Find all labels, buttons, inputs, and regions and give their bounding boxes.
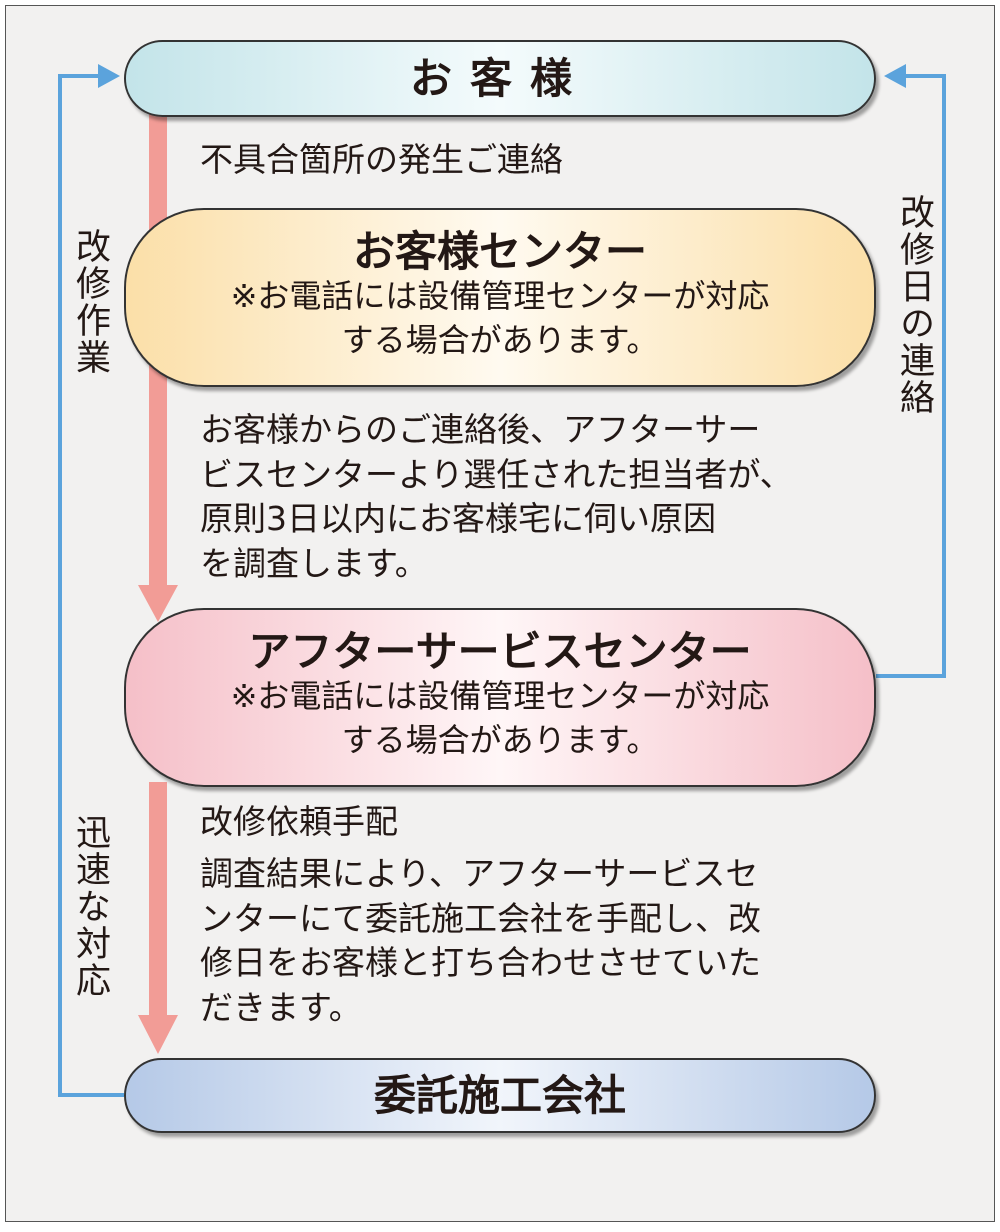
after-service-note-line: ※お電話には設備管理センターが対応 xyxy=(230,677,770,715)
return-arrowhead-right xyxy=(884,64,906,88)
step3-text: 調査結果により、アフターサービスセ ンターにて委託施工会社を手配し、改 修日をお… xyxy=(200,852,761,1030)
customer-center-note-line: ※お電話には設備管理センターが対応 xyxy=(230,277,770,315)
step2-line: 原則3日以内にお客様宅に伺い原因 xyxy=(200,499,716,538)
return-arrowhead-left xyxy=(98,64,120,88)
step3-heading: 改修依頼手配 xyxy=(200,802,398,841)
after-service-center-box: アフターサービスセンター ※お電話には設備管理センターが対応 する場合があります… xyxy=(124,608,876,787)
step3-line: 調査結果により、アフターサービスセ xyxy=(200,854,759,893)
side-label-repair-work: 改修作業 xyxy=(70,228,110,376)
customer-center-note-line: する場合があります。 xyxy=(341,321,659,359)
flow-arrow-shaft-lower xyxy=(149,782,167,1020)
return-line-right xyxy=(876,74,946,678)
return-line-left xyxy=(58,74,124,1097)
side-label-repair-date-notice: 改修日の連絡 xyxy=(894,194,934,416)
after-service-note-line: する場合があります。 xyxy=(341,721,659,759)
step3-line: ンターにて委託施工会社を手配し、改 xyxy=(200,898,761,938)
customer-title: お客様 xyxy=(409,54,590,103)
customer-center-title: お客様センター xyxy=(352,227,647,276)
contractor-title: 委託施工会社 xyxy=(373,1071,626,1120)
side-label-quick-response: 迅速な対応 xyxy=(70,814,110,999)
step1-text: 不具合箇所の発生ご連絡 xyxy=(200,140,563,179)
step2-text: お客様からのご連絡後、アフターサー ビスセンターより選任された担当者が、 原則3… xyxy=(200,408,793,586)
contractor-box: 委託施工会社 xyxy=(124,1058,876,1133)
step2-line: を調査します。 xyxy=(200,543,428,583)
step3-line: だきます。 xyxy=(200,987,362,1027)
after-service-title: アフターサービスセンター xyxy=(248,627,752,676)
step3-line: 修日をお客様と打ち合わせさせていた xyxy=(200,943,761,982)
customer-center-box: お客様センター ※お電話には設備管理センターが対応 する場合があります。 xyxy=(124,208,876,387)
customer-box: お客様 xyxy=(124,40,876,117)
flow-arrowhead-lower xyxy=(138,1015,178,1054)
step2-line: お客様からのご連絡後、アフターサー xyxy=(200,410,761,449)
step2-line: ビスセンターより選任された担当者が、 xyxy=(200,454,793,494)
flow-arrowhead-upper xyxy=(138,585,178,622)
